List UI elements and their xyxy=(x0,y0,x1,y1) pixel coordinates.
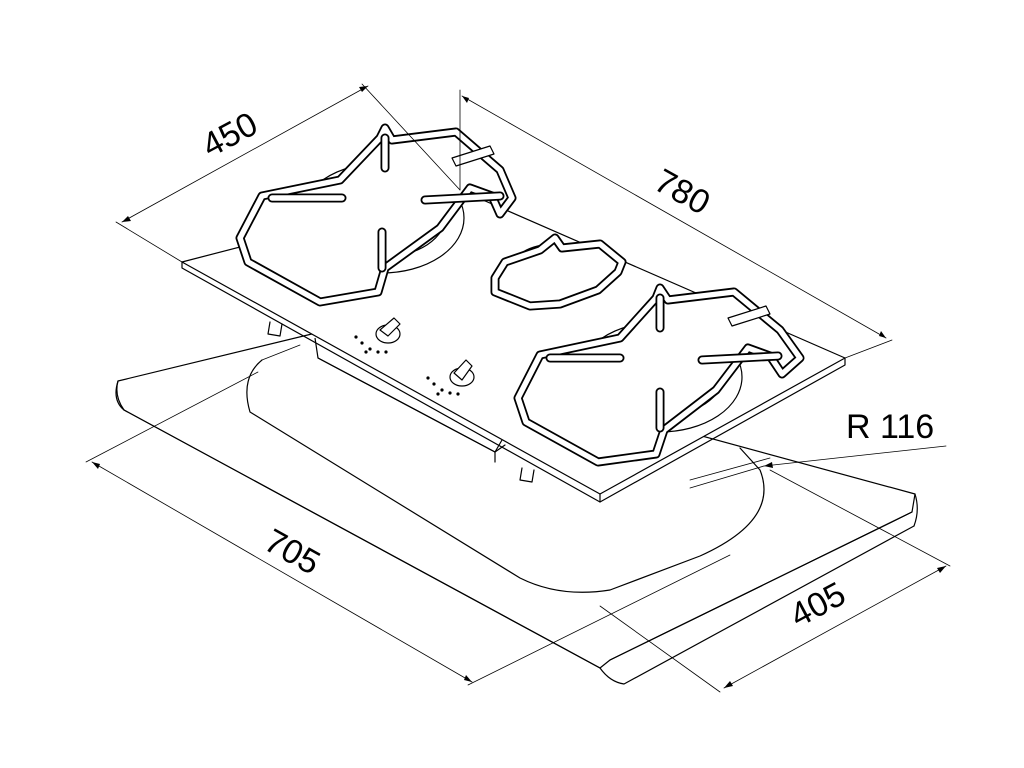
dimension-lines xyxy=(85,83,951,693)
dimension-label-780: 780 xyxy=(648,162,716,223)
right-pan-support xyxy=(513,283,805,467)
left-pan-support xyxy=(235,123,517,307)
cutout-opening xyxy=(246,344,771,593)
dimension-label-705: 705 xyxy=(258,522,326,583)
dimension-label-450: 450 xyxy=(196,105,264,165)
dimension-label-radius: R 116 xyxy=(846,408,934,446)
dimension-label-405: 405 xyxy=(784,575,852,635)
small-pan-support xyxy=(490,233,627,311)
left-knob xyxy=(354,317,401,354)
right-knob xyxy=(426,359,475,396)
countertop xyxy=(115,331,918,685)
